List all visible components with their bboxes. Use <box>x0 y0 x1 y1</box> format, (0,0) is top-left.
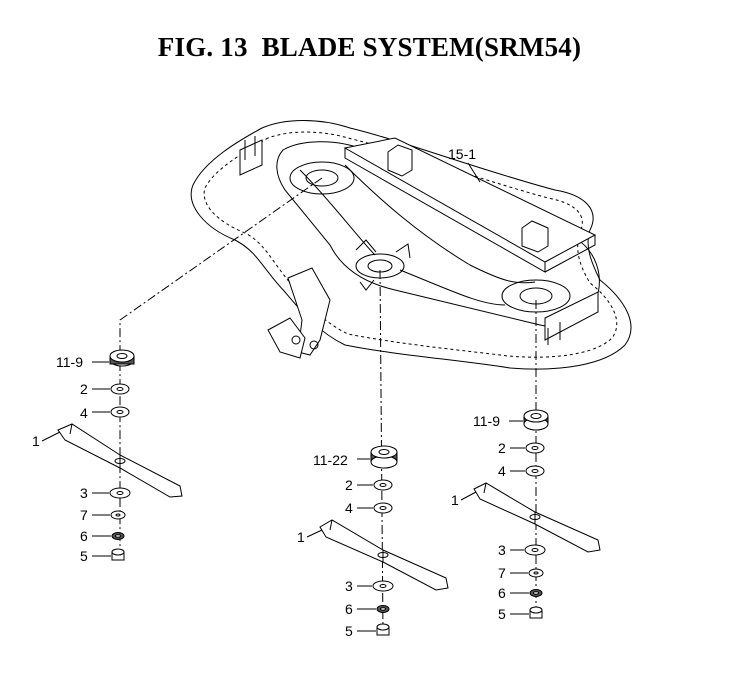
callout-left-2: 2 <box>80 381 88 397</box>
callout-left-11-9: 11-9 <box>56 354 83 370</box>
callout-right-4: 4 <box>498 463 506 479</box>
callout-left-6: 6 <box>80 528 88 544</box>
callout-right-11-9: 11-9 <box>473 413 500 429</box>
callout-right-1: 1 <box>451 492 459 508</box>
figure-title: FIG. 13 BLADE SYSTEM(SRM54) <box>157 32 582 62</box>
leader <box>306 529 323 538</box>
callout-right-3: 3 <box>498 542 506 558</box>
left-spindle-axis <box>119 177 323 560</box>
callout-center-2: 2 <box>345 477 353 493</box>
center-blade-stack <box>319 445 449 636</box>
leader-15-1 <box>467 162 481 183</box>
leader <box>460 491 477 501</box>
callout-left-5: 5 <box>80 548 88 564</box>
callout-center-4: 4 <box>345 500 353 516</box>
callout-center-3: 3 <box>345 578 353 594</box>
callout-left-3: 3 <box>80 485 88 501</box>
callout-center-1: 1 <box>297 529 305 545</box>
callout-left-1: 1 <box>32 433 40 449</box>
callout-left-4: 4 <box>80 405 88 421</box>
callout-center-11-22: 11-22 <box>313 452 348 468</box>
callout-right-6: 6 <box>498 585 506 601</box>
leader <box>41 431 61 442</box>
center-spindle-axis <box>379 269 384 633</box>
callout-right-7: 7 <box>498 565 506 581</box>
callout-right-2: 2 <box>498 440 506 456</box>
callout-right-5: 5 <box>498 606 506 622</box>
mower-deck <box>190 120 632 370</box>
right-blade-stack <box>473 409 601 619</box>
left-blade-stack <box>57 349 183 561</box>
callout-left-7: 7 <box>80 507 88 523</box>
callout-center-6: 6 <box>345 601 353 617</box>
callout-15-1: 15-1 <box>448 146 476 162</box>
callout-center-5: 5 <box>345 623 353 639</box>
